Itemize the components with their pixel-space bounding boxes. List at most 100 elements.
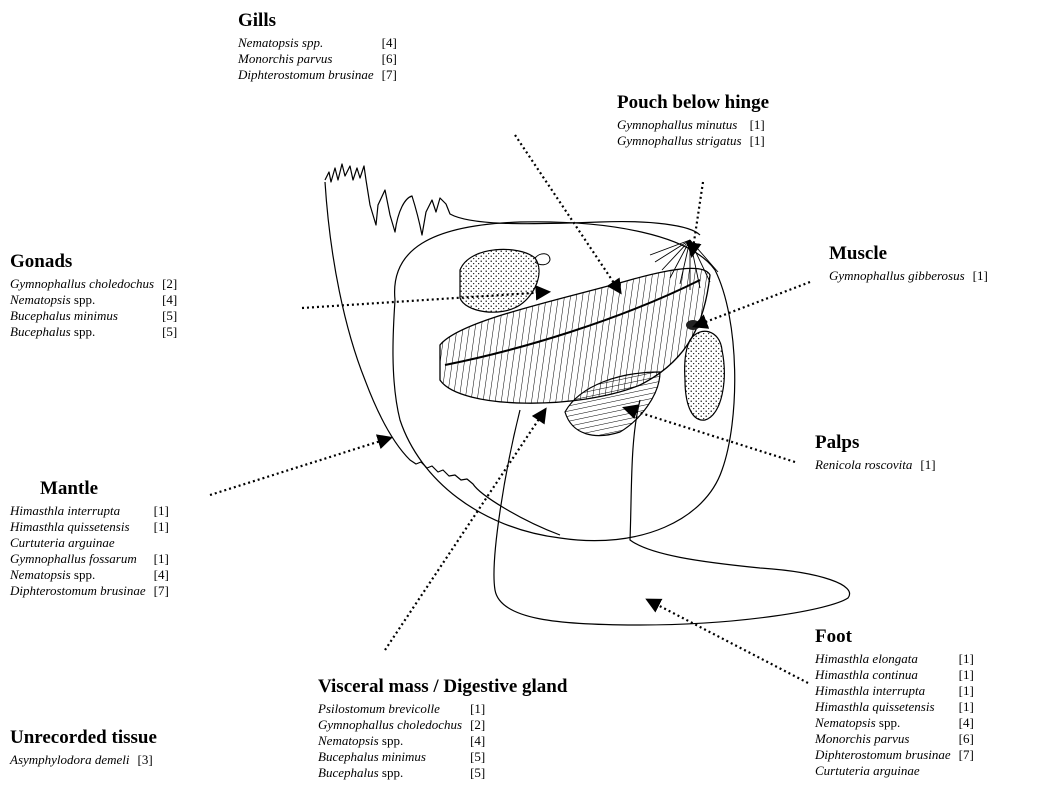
muscle-label: Muscle Gymnophallus gibberosus[1] — [829, 243, 988, 284]
reference-number: [1] — [742, 117, 765, 133]
species-row: Gymnophallus strigatus[1] — [617, 133, 765, 149]
foot-arrow — [648, 600, 808, 683]
species-row: Gymnophallus gibberosus[1] — [829, 268, 988, 284]
reference-number: [4] — [374, 35, 397, 51]
species-row: Bucephalus spp.[5] — [10, 324, 177, 340]
species-genus: Himasthla interrupta — [10, 503, 120, 518]
species-row: Himasthla interrupta [1] — [815, 683, 974, 699]
species-genus: Asymphylodora demeli — [10, 752, 130, 767]
muscle-list: Gymnophallus gibberosus[1] — [829, 268, 988, 284]
species-row: Himasthla interrupta [1] — [10, 503, 169, 519]
species-row: Bucephalus minimus [5] — [10, 308, 177, 324]
species-name: Gymnophallus fossarum — [10, 551, 146, 567]
foot-title: Foot — [815, 626, 974, 648]
species-row: Himasthla elongata[1] — [815, 651, 974, 667]
reference-number: [2] — [154, 276, 177, 292]
species-genus: Gymnophallus minutus — [617, 117, 737, 132]
species-genus: Gymnophallus choledochus — [10, 276, 154, 291]
pouch-title: Pouch below hinge — [617, 92, 769, 114]
species-genus: Bucephalus minimus — [318, 749, 426, 764]
species-row: Monorchis parvus[6] — [238, 51, 397, 67]
species-suffix: spp. — [71, 292, 96, 307]
reference-number: [5] — [462, 765, 485, 781]
species-suffix: spp. — [379, 733, 404, 748]
species-name: Gymnophallus gibberosus — [829, 268, 965, 284]
species-genus: Diphterostomum brusinae — [238, 67, 374, 82]
reference-number: [4] — [154, 292, 177, 308]
species-row: Himasthla quissetensis [1] — [10, 519, 169, 535]
species-genus: Gymnophallus fossarum — [10, 551, 137, 566]
species-name: Nematopsis spp. — [10, 567, 146, 583]
species-genus: Diphterostomum brusinae — [815, 747, 951, 762]
reference-number: [4] — [951, 715, 974, 731]
species-genus: Himasthla quissetensis — [815, 699, 935, 714]
reference-number: [1] — [146, 519, 169, 535]
species-name: Psilostomum brevicolle — [318, 701, 462, 717]
mantle-title: Mantle — [10, 478, 169, 500]
species-name: Nematopsis spp. — [238, 35, 374, 51]
species-genus: Curtuteria arguinae — [815, 763, 920, 778]
species-name: Bucephalus minimus — [10, 308, 154, 324]
reference-number: [1] — [462, 701, 485, 717]
reference-number: [1] — [951, 683, 974, 699]
species-row: Gymnophallus choledochus[2] — [10, 276, 177, 292]
reference-number: [1] — [146, 503, 169, 519]
reference-number: [1] — [951, 651, 974, 667]
visceral-title: Visceral mass / Digestive gland — [318, 676, 567, 698]
species-genus: Nematopsis — [10, 292, 71, 307]
species-genus: Himasthla interrupta — [815, 683, 925, 698]
species-genus: Himasthla continua — [815, 667, 918, 682]
reference-number: [5] — [154, 308, 177, 324]
species-name: Monorchis parvus — [815, 731, 951, 747]
siphon-outline — [325, 164, 700, 235]
mantle-list: Himasthla interrupta[1]Himasthla quisset… — [10, 503, 169, 599]
species-row: Bucephalus minimus [5] — [318, 749, 485, 765]
reference-number: [1] — [146, 551, 169, 567]
species-name: Nematopsis spp. — [815, 715, 951, 731]
reference-number: [1] — [965, 268, 988, 284]
reference-number: [5] — [462, 749, 485, 765]
species-row: Asymphylodora demeli[3] — [10, 752, 153, 768]
species-row: Diphterostomum brusinae[7] — [815, 747, 974, 763]
species-genus: Gymnophallus strigatus — [617, 133, 742, 148]
species-name: Curtuteria arguinae — [815, 763, 951, 779]
species-genus: Bucephalus — [10, 324, 71, 339]
species-genus: Bucephalus minimus — [10, 308, 118, 323]
species-row: Diphterostomum brusinae[7] — [238, 67, 397, 83]
species-name: Himasthla interrupta — [10, 503, 146, 519]
reference-number: [4] — [146, 567, 169, 583]
species-row: Gymnophallus minutus [1] — [617, 117, 765, 133]
species-row: Psilostomum brevicolle[1] — [318, 701, 485, 717]
gills-list: Nematopsis spp.[4]Monorchis parvus[6]Dip… — [238, 35, 397, 83]
species-name: Bucephalus spp. — [318, 765, 462, 781]
gonads-label: Gonads Gymnophallus choledochus[2]Nemato… — [10, 251, 177, 340]
species-genus: Gymnophallus choledochus — [318, 717, 462, 732]
reference-number: [5] — [154, 324, 177, 340]
species-name: Bucephalus spp. — [10, 324, 154, 340]
species-name: Diphterostomum brusinae — [815, 747, 951, 763]
species-name: Gymnophallus choledochus — [318, 717, 462, 733]
visceral-list: Psilostomum brevicolle[1]Gymnophallus ch… — [318, 701, 485, 781]
palps-label: Palps Renicola roscovita[1] — [815, 432, 936, 473]
species-row: Bucephalus spp.[5] — [318, 765, 485, 781]
reference-number: [1] — [912, 457, 935, 473]
species-row: Himasthla continua[1] — [815, 667, 974, 683]
foot-outline — [494, 400, 850, 625]
species-name: Monorchis parvus — [238, 51, 374, 67]
species-name: Gymnophallus strigatus — [617, 133, 742, 149]
species-suffix: spp. — [876, 715, 901, 730]
species-suffix: spp. — [379, 765, 404, 780]
species-name: Diphterostomum brusinae — [10, 583, 146, 599]
species-row: Nematopsis spp.[4] — [10, 567, 169, 583]
species-row: Curtuteria arguinae — [10, 535, 169, 551]
reference-number: [1] — [951, 699, 974, 715]
species-name: Gymnophallus minutus — [617, 117, 742, 133]
species-genus: Himasthla quissetensis — [10, 519, 130, 534]
reference-number — [951, 763, 974, 779]
palps-title: Palps — [815, 432, 936, 454]
species-suffix: spp. — [71, 567, 96, 582]
reference-number: [7] — [951, 747, 974, 763]
species-name: Nematopsis spp. — [10, 292, 154, 308]
species-suffix: spp. — [71, 324, 96, 339]
unrecorded-label: Unrecorded tissue Asymphylodora demeli[3… — [10, 727, 157, 768]
